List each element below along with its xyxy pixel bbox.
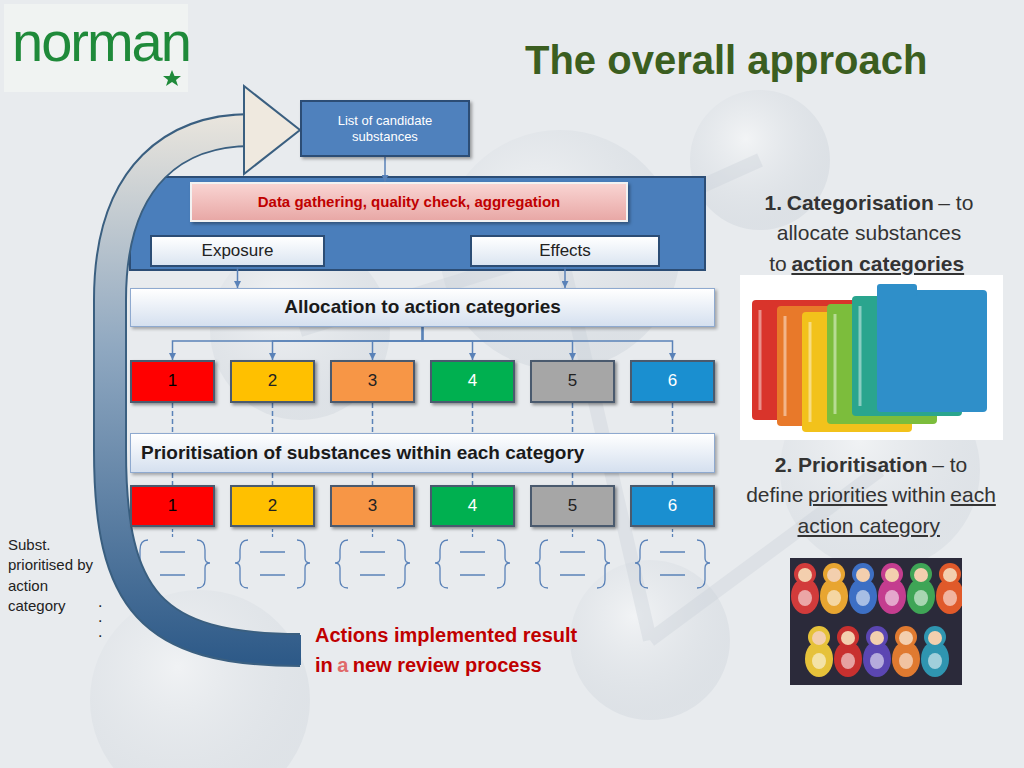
node-text: Prioritisation of substances within each…	[141, 442, 584, 465]
step-keyword: priorities	[808, 483, 887, 506]
category-box: 1	[130, 485, 215, 527]
arrow-connector	[373, 327, 423, 360]
side-note: Subst. prioritised by action category	[8, 535, 96, 616]
slide-title: The overall approach	[525, 38, 927, 83]
ellipsis-dot: .	[98, 609, 108, 625]
ellipsis-dot: .	[98, 624, 108, 640]
arrow-connector	[423, 327, 573, 360]
node-text: Data gathering, quality check, aggregati…	[258, 193, 561, 211]
node-text: 2	[268, 496, 277, 516]
review-text: Actions implemented result	[315, 620, 641, 650]
category-box: 3	[330, 360, 415, 403]
step-text: within	[892, 483, 946, 506]
category-box: 2	[230, 485, 315, 527]
step-number: 1.	[765, 191, 783, 214]
review-note: Actions implemented result inanew review …	[315, 620, 645, 680]
category-box: 6	[630, 360, 715, 403]
background-molecules	[90, 90, 980, 768]
category-box: 3	[330, 485, 415, 527]
brace-groups	[135, 529, 710, 588]
arrow-connector	[423, 327, 473, 360]
folders-picture	[740, 275, 1003, 440]
node-text: 2	[268, 371, 277, 391]
node-text: 1	[168, 371, 177, 391]
categorisation-note: 1.Categorisation– to allocate substances…	[735, 188, 1003, 279]
exposure-box: Exposure	[150, 235, 325, 267]
process-box: Data gathering, quality check, aggregati…	[190, 182, 628, 222]
dashed-connector	[172, 403, 174, 433]
category-box: 5	[530, 360, 615, 403]
dashed-connector	[472, 473, 474, 485]
step-name: 2. Prioritisation	[775, 453, 928, 476]
dashed-connector	[272, 473, 274, 485]
input-box: List of candidate substances	[300, 100, 470, 157]
node-text: Exposure	[202, 241, 274, 261]
category-box: 2	[230, 360, 315, 403]
node-text: 6	[668, 371, 677, 391]
node-text: 5	[568, 371, 577, 391]
review-text: new review process	[353, 654, 542, 676]
dashed-connector	[472, 403, 474, 433]
node-text: 3	[368, 496, 377, 516]
node-text: 4	[468, 496, 477, 516]
category-box: 6	[630, 485, 715, 527]
node-text: Effects	[539, 241, 591, 261]
node-text: List of candidate substances	[310, 113, 460, 144]
category-box: 1	[130, 360, 215, 403]
arrow-connector	[384, 157, 386, 182]
step-name: Categorisation	[787, 191, 934, 214]
ellipsis-dot: .	[98, 594, 108, 610]
logo-frame	[4, 4, 188, 92]
category-box: 5	[530, 485, 615, 527]
arrow-connector	[237, 267, 239, 288]
node-text: Allocation to action categories	[284, 296, 561, 319]
allocation-band: Allocation to action categories	[130, 288, 715, 327]
dashed-connector	[672, 403, 674, 433]
data-container	[130, 177, 705, 270]
logo-text: norman	[12, 8, 188, 75]
dashed-connector	[672, 473, 674, 485]
node-text: 3	[368, 371, 377, 391]
review-text: in	[315, 654, 333, 676]
node-text: 4	[468, 371, 477, 391]
dashed-connector	[372, 403, 374, 433]
category-box: 4	[430, 360, 515, 403]
arrow-connector	[423, 327, 673, 360]
dashed-connector	[172, 473, 174, 485]
dashed-connector	[272, 403, 274, 433]
node-text: 6	[668, 496, 677, 516]
dashed-connector	[572, 403, 574, 433]
node-text: 5	[568, 496, 577, 516]
matryoshka-picture	[790, 558, 962, 685]
arrow-connector	[173, 327, 423, 360]
step-keyword: action categories	[791, 252, 964, 275]
dashed-connector	[372, 473, 374, 485]
review-text: a	[337, 654, 348, 676]
dashed-connector	[572, 473, 574, 485]
node-text: 1	[168, 496, 177, 516]
prioritisation-note: 2. Prioritisation– to defineprioritieswi…	[740, 450, 1002, 541]
prioritisation-band: Prioritisation of substances within each…	[130, 433, 715, 473]
category-box: 4	[430, 485, 515, 527]
arrow-connector	[564, 267, 566, 288]
arrow-connector	[273, 327, 423, 360]
effects-box: Effects	[470, 235, 660, 267]
